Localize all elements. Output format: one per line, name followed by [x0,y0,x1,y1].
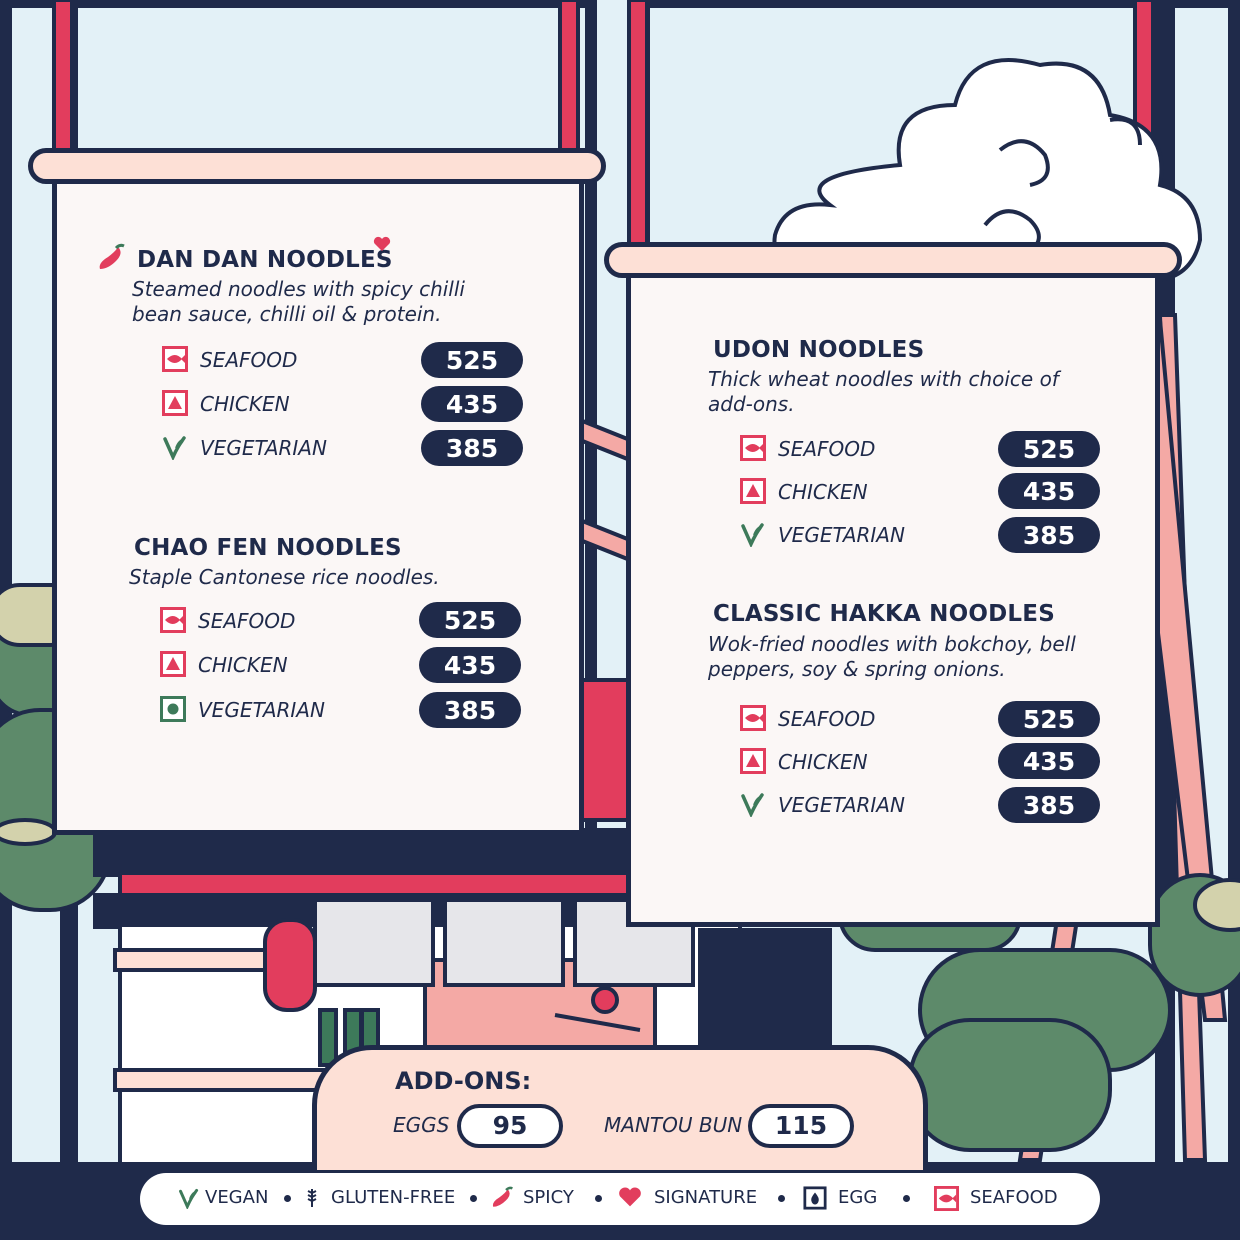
chicken-icon [160,651,186,677]
chicken-icon [740,478,766,504]
vegan-icon [741,793,764,817]
spicy-icon [99,243,125,269]
legend-separator [778,1195,785,1202]
item-description: Staple Cantonese rice noodles. [129,565,440,589]
vegan-icon [179,1188,199,1209]
seafood-icon [740,435,766,461]
signature-icon [373,236,391,251]
seafood-icon [740,705,766,731]
addons-title: ADD-ONS: [395,1067,532,1095]
seafood-icon [162,346,188,372]
legend-label-gluten-free: GLUTEN-FREE [331,1187,456,1208]
option-label: CHICKEN [198,653,288,677]
price-pill: 435 [998,473,1100,509]
option-label: SEAFOOD [778,707,876,731]
board-rod-left [28,148,606,184]
chicken-icon [740,748,766,774]
price-pill: 385 [998,787,1100,823]
price-pill: 435 [421,386,523,422]
option-label: VEGETARIAN [198,698,325,722]
item-description: Steamed noodles with spicy chilli bean s… [132,277,465,326]
addon-price-mantou-bun: 115 [748,1104,854,1148]
option-label: CHICKEN [778,750,868,774]
spicy-icon [492,1186,513,1207]
vegan-icon [741,523,764,547]
option-label: CHICKEN [778,480,868,504]
option-label: SEAFOOD [200,348,298,372]
item-title: CHAO FEN NOODLES [134,535,402,561]
option-label: VEGETARIAN [200,436,327,460]
legend-separator [595,1195,602,1202]
price-pill: 385 [421,430,523,466]
signature-icon [619,1187,641,1207]
addon-label-mantou-bun: MANTOU BUN [604,1113,743,1137]
option-label: CHICKEN [200,392,290,416]
legend-label-vegan: VEGAN [205,1187,269,1208]
addon-label-eggs: EGGS [393,1113,450,1137]
legend-label-seafood: SEAFOOD [970,1187,1058,1208]
addon-price-eggs: 95 [457,1104,563,1148]
price-pill: 435 [998,743,1100,779]
price-pill: 385 [419,692,521,728]
legend-label-signature: SIGNATURE [654,1187,758,1208]
item-title: DAN DAN NOODLES [137,247,393,273]
legend-separator [284,1195,291,1202]
legend-separator [470,1195,477,1202]
menu-board-right [626,265,1160,927]
option-label: VEGETARIAN [778,793,905,817]
item-description: Wok-fried noodles with bokchoy, bell pep… [708,632,1076,681]
egg-icon [803,1186,827,1210]
seafood-icon [934,1186,959,1211]
chicken-icon [162,390,188,416]
gluten-free-icon [307,1189,317,1207]
vegetarian-icon [160,696,186,722]
option-label: SEAFOOD [778,437,876,461]
seafood-icon [160,607,186,633]
legend-label-egg: EGG [838,1187,878,1208]
option-label: SEAFOOD [198,609,296,633]
item-title: CLASSIC HAKKA NOODLES [713,601,1055,627]
legend-separator [903,1195,910,1202]
legend-label-spicy: SPICY [523,1187,574,1208]
price-pill: 385 [998,517,1100,553]
price-pill: 525 [421,342,523,378]
item-description: Thick wheat noodles with choice of add-o… [708,367,1059,416]
option-label: VEGETARIAN [778,523,905,547]
price-pill: 525 [998,701,1100,737]
board-rod-right [604,242,1182,278]
price-pill: 525 [998,431,1100,467]
vegan-icon [163,436,186,460]
item-title: UDON NOODLES [713,337,925,363]
price-pill: 525 [419,602,521,638]
price-pill: 435 [419,647,521,683]
